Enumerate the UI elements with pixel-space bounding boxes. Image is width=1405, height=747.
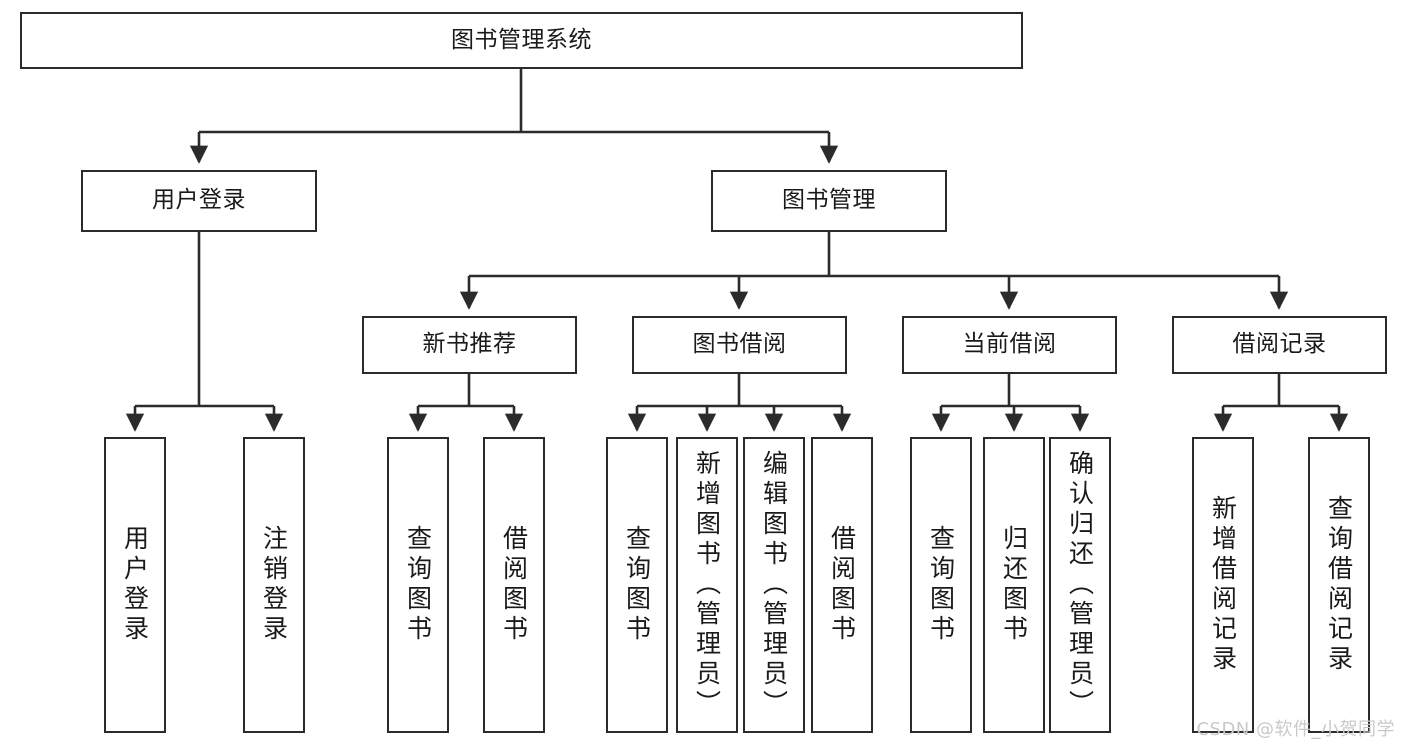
- node-leaf-user-login-label: 用户登录: [120, 525, 150, 645]
- node-leaf-query-record-label: 查询借阅记录: [1324, 495, 1354, 675]
- node-leaf-query-book-c[interactable]: 查询图书: [910, 437, 972, 733]
- node-leaf-query-book-rec[interactable]: 查询图书: [387, 437, 449, 733]
- node-leaf-return-book[interactable]: 归还图书: [983, 437, 1045, 733]
- node-leaf-borrow-book-rec-label: 借阅图书: [499, 525, 529, 645]
- node-root[interactable]: 图书管理系统: [20, 12, 1023, 69]
- node-current-borrow-label: 当前借阅: [962, 331, 1057, 358]
- node-leaf-borrow-book-b[interactable]: 借阅图书: [811, 437, 873, 733]
- node-leaf-confirm-return[interactable]: 确认归还（管理员）: [1049, 437, 1111, 733]
- node-leaf-edit-book-label: 编辑图书（管理员）: [759, 450, 789, 720]
- node-leaf-edit-book[interactable]: 编辑图书（管理员）: [743, 437, 805, 733]
- node-new-book-rec-label: 新书推荐: [422, 331, 517, 358]
- node-user-login[interactable]: 用户登录: [81, 170, 317, 232]
- node-leaf-logout[interactable]: 注销登录: [243, 437, 305, 733]
- node-leaf-query-record[interactable]: 查询借阅记录: [1308, 437, 1370, 733]
- node-book-borrow[interactable]: 图书借阅: [632, 316, 847, 374]
- node-leaf-add-book-label: 新增图书（管理员）: [692, 450, 722, 720]
- node-leaf-add-record[interactable]: 新增借阅记录: [1192, 437, 1254, 733]
- node-leaf-borrow-book-b-label: 借阅图书: [827, 525, 857, 645]
- node-leaf-query-book-c-label: 查询图书: [926, 525, 956, 645]
- node-leaf-logout-label: 注销登录: [259, 525, 289, 645]
- node-root-label: 图书管理系统: [451, 26, 592, 53]
- node-book-manage[interactable]: 图书管理: [711, 170, 947, 232]
- node-book-borrow-label: 图书借阅: [692, 331, 787, 358]
- node-leaf-add-record-label: 新增借阅记录: [1208, 495, 1238, 675]
- node-borrow-record-label: 借阅记录: [1232, 331, 1327, 358]
- node-leaf-borrow-book-rec[interactable]: 借阅图书: [483, 437, 545, 733]
- node-borrow-record[interactable]: 借阅记录: [1172, 316, 1387, 374]
- node-leaf-query-book-rec-label: 查询图书: [403, 525, 433, 645]
- node-leaf-return-book-label: 归还图书: [999, 525, 1029, 645]
- node-leaf-confirm-return-label: 确认归还（管理员）: [1065, 450, 1095, 720]
- node-new-book-rec[interactable]: 新书推荐: [362, 316, 577, 374]
- node-leaf-add-book[interactable]: 新增图书（管理员）: [676, 437, 738, 733]
- node-current-borrow[interactable]: 当前借阅: [902, 316, 1117, 374]
- node-leaf-user-login[interactable]: 用户登录: [104, 437, 166, 733]
- node-leaf-query-book-b-label: 查询图书: [622, 525, 652, 645]
- csdn-watermark: CSDN @软件_小贺同学: [1196, 719, 1395, 740]
- node-book-manage-label: 图书管理: [782, 187, 876, 214]
- node-user-login-label: 用户登录: [152, 187, 246, 214]
- node-leaf-query-book-b[interactable]: 查询图书: [606, 437, 668, 733]
